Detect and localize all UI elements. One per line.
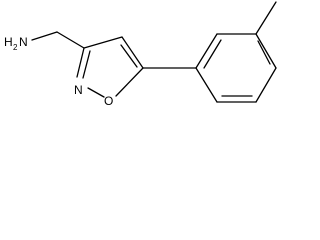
amine-n-label: N — [19, 35, 28, 49]
ring-o-label: O — [104, 94, 113, 108]
bond-methyl — [255, 1, 277, 35]
bond-ch2-c3 — [56, 31, 85, 49]
bond-n-ch2 — [31, 31, 58, 41]
amine-h-label: H — [4, 35, 13, 49]
amine-h-count: 2 — [13, 43, 18, 52]
bond-c3-c4 — [83, 36, 123, 49]
ring-n-label: N — [74, 83, 83, 97]
bond-c4-c5 — [121, 36, 144, 69]
bond-ph-inner-a — [203, 39, 222, 69]
bond-ph-3 — [255, 33, 277, 69]
bond-c5-o — [115, 67, 144, 97]
bond-c3-n-double-b — [82, 50, 91, 79]
amine-group-label: H 2 N — [4, 35, 28, 52]
bond-o-n — [87, 87, 105, 98]
bond-c3-n-double-a — [76, 47, 85, 78]
bond-ph-1 — [195, 33, 218, 69]
molecule-structure: H 2 N N O — [4, 1, 277, 108]
bond-ph-6 — [195, 67, 218, 103]
bond-ph-4 — [255, 67, 277, 103]
bond-c4-c5-inner — [120, 44, 138, 68]
bond-ph-inner-b — [257, 40, 271, 65]
